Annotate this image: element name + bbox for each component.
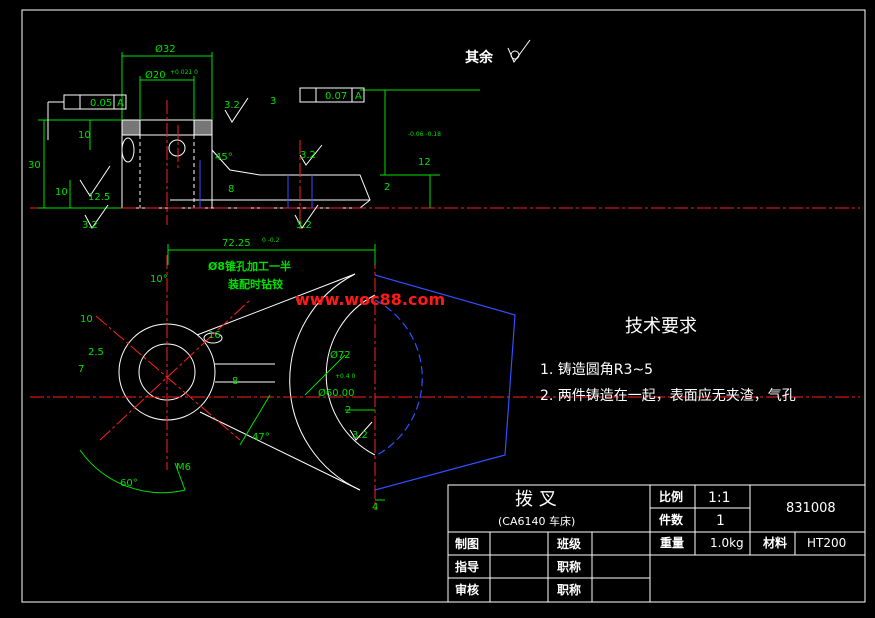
tech-req-item-2: 2. 两件铸造在一起，表面应无夹渣，气孔 — [540, 387, 796, 404]
roughness-12-5: 12.5 — [88, 192, 110, 203]
tol1-datum: A — [117, 98, 124, 109]
dim-2-b: 2 — [345, 405, 351, 416]
gdt-frames — [47, 87, 365, 140]
tech-req-title: 技术要求 — [625, 316, 697, 337]
part-subtitle: (CA6140 车床) — [498, 514, 575, 528]
dim-angle-60: 60° — [120, 478, 138, 489]
roughness-3-2-c: 3.2 — [82, 220, 98, 231]
dim-2-a: 2 — [384, 182, 390, 193]
dim-4: 4 — [372, 502, 378, 513]
blue-lines-top — [199, 160, 313, 208]
tech-req-item-1: 1. 铸造圆角R3~5 — [540, 362, 653, 378]
position-label-2: 职称 — [557, 582, 581, 597]
scale-label: 比例 — [659, 489, 683, 504]
dim-m6: M6 — [176, 462, 191, 473]
weight-label: 重量 — [660, 535, 684, 550]
dim-7: 7 — [78, 364, 84, 375]
dim-d32: Ø32 — [155, 43, 176, 55]
hole-note-2: 装配时钻铰 — [227, 277, 283, 291]
roughness-symbols — [79, 39, 531, 441]
dim-72-25: 72.25 — [222, 238, 251, 249]
dim-d72: Ø72 — [330, 349, 351, 361]
dim-12-tol: -0.06 -0.18 — [408, 131, 441, 138]
hole-note-1: Ø8锥孔加工一半 — [208, 259, 291, 273]
roughness-3-2-a: 3.2 — [224, 100, 240, 111]
title-block — [447, 484, 866, 603]
tol-0-05: 0.05 — [90, 98, 112, 109]
review-label: 审核 — [455, 582, 479, 597]
dim-72-25-tol: 0 -0.2 — [262, 237, 280, 244]
dim-10-b: 10 — [78, 130, 91, 141]
material-value: HT200 — [807, 536, 846, 550]
drawing-frame — [21, 9, 866, 603]
position-label-1: 职称 — [557, 559, 581, 574]
dim-d60: Ø60.00 — [318, 387, 355, 399]
weight-value: 1.0kg — [710, 536, 744, 550]
material-label: 材料 — [762, 535, 787, 550]
dim-r2-5: 2.5 — [88, 347, 104, 358]
dim-47deg: 47° — [252, 432, 270, 443]
watermark: www.woc88.com — [295, 290, 445, 309]
dim-12: 12 — [418, 157, 431, 168]
phantom-half — [374, 274, 516, 491]
scale-value: 1:1 — [708, 490, 731, 506]
roughness-3-2-e: 3.2 — [352, 430, 368, 441]
roughness-3-2-b: 3.2 — [300, 150, 316, 161]
class-label: 班级 — [557, 536, 581, 551]
dim-10-a: 10 — [55, 187, 68, 198]
dim-10-c: 10 — [80, 314, 93, 325]
part-name: 拨 叉 — [515, 489, 557, 510]
center-lines-top — [30, 100, 860, 230]
dim-d20: Ø20 — [145, 69, 166, 81]
guide-label: 指导 — [455, 559, 479, 574]
dim-d60-tol: +0.4 0 — [335, 373, 355, 380]
dim-3: 3 — [270, 96, 276, 107]
tol-0-07: 0.07 — [325, 91, 347, 102]
dim-30: 30 — [28, 160, 41, 171]
dim-45deg: 45° — [215, 152, 233, 163]
drawing-number: 831008 — [786, 501, 836, 516]
dim-16: 16 — [208, 330, 221, 341]
drawn-by-label: 制图 — [455, 536, 479, 551]
tol2-datum: A — [355, 91, 362, 102]
dim-8-b: 8 — [232, 376, 238, 387]
surface-note: 其余 — [465, 49, 494, 66]
dim-8-a: 8 — [228, 184, 234, 195]
dim-d20-tol: +0.021 0 — [170, 69, 198, 76]
roughness-3-2-d: 3.2 — [296, 220, 312, 231]
dim-angle-10: 10° — [150, 274, 168, 285]
front-view — [121, 119, 371, 209]
qty-label: 件数 — [659, 512, 684, 527]
qty-value: 1 — [716, 513, 725, 529]
center-lines-plan — [30, 255, 860, 510]
